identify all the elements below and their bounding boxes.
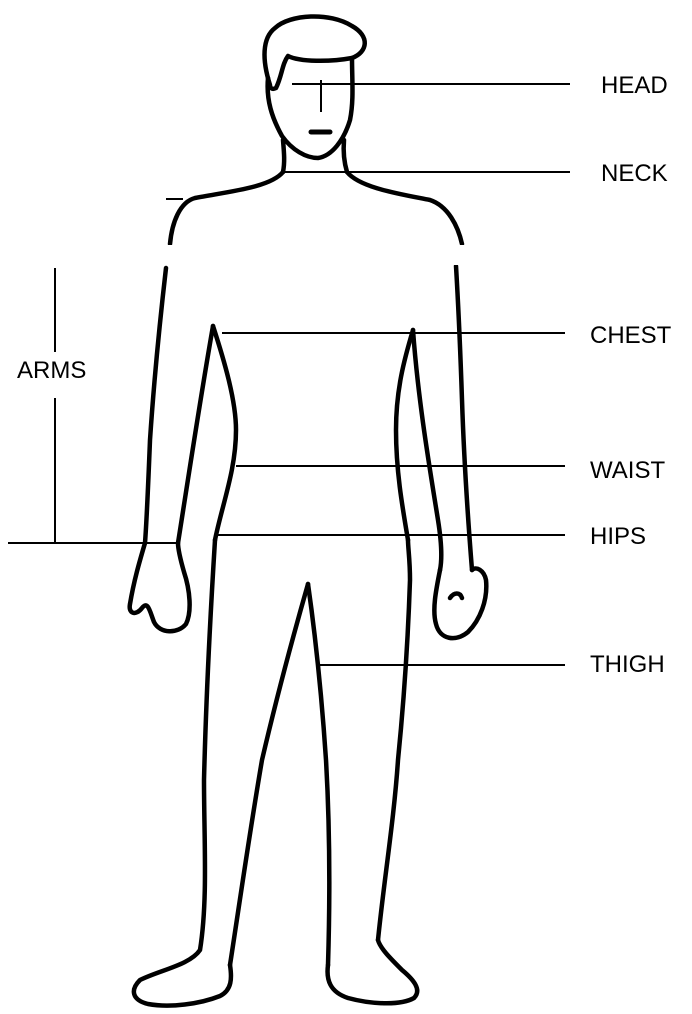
right-hand-thumb-outline bbox=[450, 594, 462, 599]
thigh-label: THIGH bbox=[590, 651, 665, 678]
neck-label: NECK bbox=[601, 160, 668, 187]
arms-label: ARMS bbox=[17, 357, 86, 384]
right-foot-outline bbox=[328, 940, 418, 1003]
left-arm-outer-outline bbox=[145, 268, 166, 543]
hips-label: HIPS bbox=[590, 523, 646, 550]
right-arm-outer-outline bbox=[456, 266, 472, 570]
torso-left-outline bbox=[213, 326, 236, 540]
head-label: HEAD bbox=[601, 72, 668, 99]
right-leg-outer-outline bbox=[378, 540, 410, 940]
waist-label: WAIST bbox=[590, 457, 665, 484]
body-figure bbox=[130, 16, 487, 1005]
right-leg-inner-outline bbox=[308, 584, 329, 965]
torso-right-outline bbox=[396, 330, 413, 540]
neck-left-outline bbox=[283, 140, 284, 172]
right-hand-outline bbox=[434, 568, 486, 638]
left-arm-inner-outline bbox=[178, 326, 213, 543]
hair-outline bbox=[265, 16, 365, 88]
left-shoulder-outline bbox=[170, 172, 283, 244]
image-gap-band bbox=[0, 245, 692, 265]
right-shoulder-outline bbox=[347, 172, 462, 244]
left-hand-outline bbox=[130, 543, 190, 631]
left-leg-inner-outline bbox=[230, 584, 308, 965]
chest-label: CHEST bbox=[590, 322, 672, 349]
neck-right-outline bbox=[344, 140, 347, 172]
